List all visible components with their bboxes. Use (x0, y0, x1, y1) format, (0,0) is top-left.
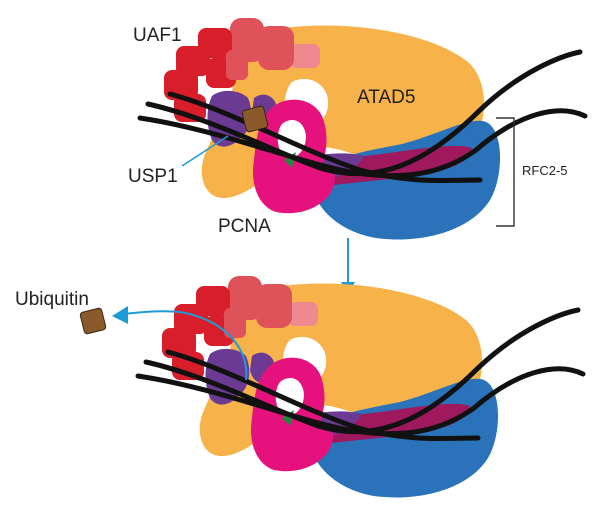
label-ubiquitin: Ubiquitin (15, 289, 89, 310)
rfc-bracket (496, 117, 515, 227)
label-atad5: ATAD5 (357, 87, 416, 108)
bottom-complex (138, 276, 583, 497)
label-usp1: USP1 (128, 166, 178, 187)
label-uaf1: UAF1 (133, 25, 182, 46)
top-ubiquitin (241, 105, 269, 133)
release-arrow (112, 306, 248, 381)
usp1-pointer-line (181, 135, 229, 167)
label-rfc2-5: RFC2-5 (522, 163, 568, 178)
released-ubiquitin (79, 307, 107, 335)
label-pcna: PCNA (218, 216, 271, 237)
top-complex (140, 18, 585, 239)
